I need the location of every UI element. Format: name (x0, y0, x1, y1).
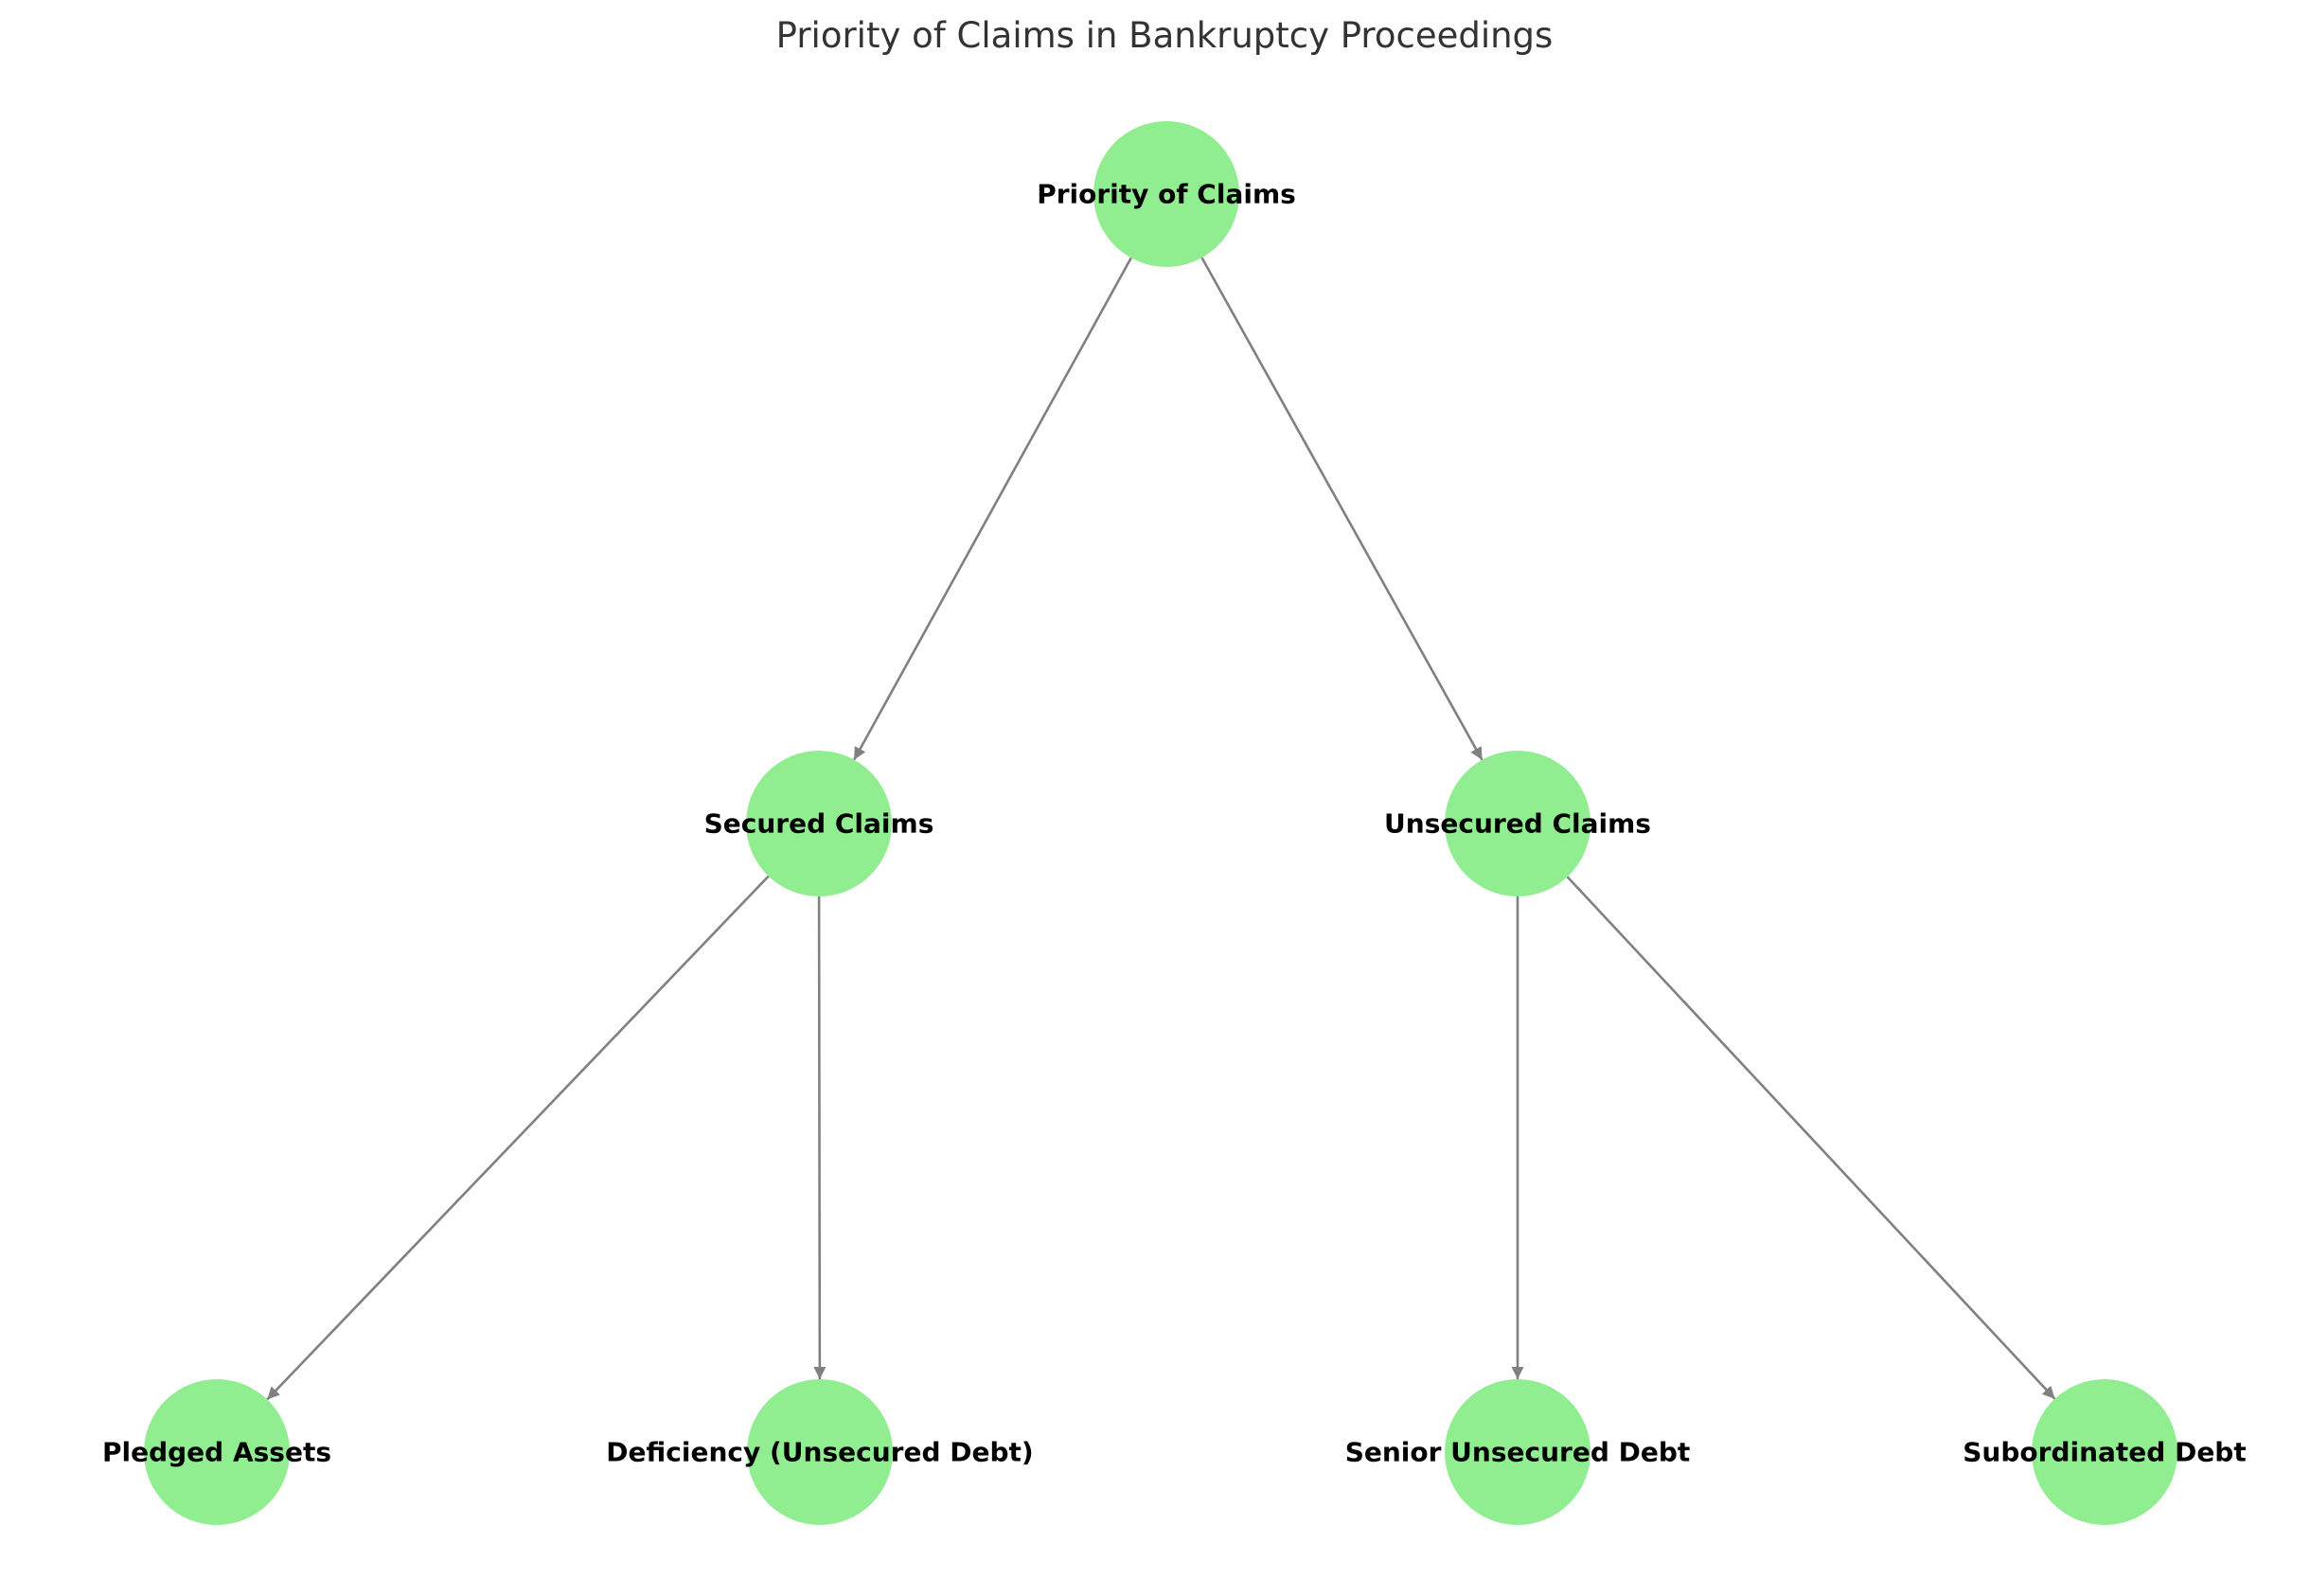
node-label-deficiency: Deficiency (Unsecured Debt) (606, 1437, 1033, 1468)
diagram-title: Priority of Claims in Bankruptcy Proceed… (776, 15, 1554, 56)
edge-priority-to-unsecured (1200, 257, 1484, 761)
node-circle-secured (746, 751, 892, 896)
node-circle-deficiency (747, 1379, 893, 1525)
node-senior[interactable]: Senior Unsecured Debt (1345, 1379, 1691, 1525)
node-unsecured[interactable]: Unsecured Claims (1384, 751, 1651, 896)
node-circle-unsecured (1445, 751, 1590, 896)
node-circle-pledged (144, 1379, 290, 1525)
node-label-pledged: Pledged Assets (102, 1437, 331, 1468)
node-circle-senior (1445, 1379, 1590, 1525)
node-circle-subordinated (2032, 1379, 2177, 1525)
node-deficiency[interactable]: Deficiency (Unsecured Debt) (606, 1379, 1034, 1525)
edge-priority-to-secured (853, 257, 1132, 761)
node-label-unsecured: Unsecured Claims (1384, 808, 1651, 840)
node-subordinated[interactable]: Subordinated Debt (1963, 1379, 2247, 1525)
node-priority[interactable]: Priority of Claims (1037, 121, 1296, 267)
node-pledged[interactable]: Pledged Assets (102, 1379, 331, 1525)
node-label-secured: Secured Claims (704, 808, 934, 840)
edges-layer (266, 257, 2056, 1401)
edge-secured-to-pledged (266, 875, 770, 1401)
node-label-priority: Priority of Claims (1037, 179, 1296, 210)
node-label-subordinated: Subordinated Debt (1963, 1437, 2246, 1468)
node-secured[interactable]: Secured Claims (704, 751, 934, 896)
node-circle-priority (1093, 121, 1239, 267)
node-label-senior: Senior Unsecured Debt (1345, 1437, 1691, 1468)
edge-secured-to-deficiency (813, 896, 826, 1380)
edge-unsecured-to-subordinated (1566, 876, 2056, 1400)
